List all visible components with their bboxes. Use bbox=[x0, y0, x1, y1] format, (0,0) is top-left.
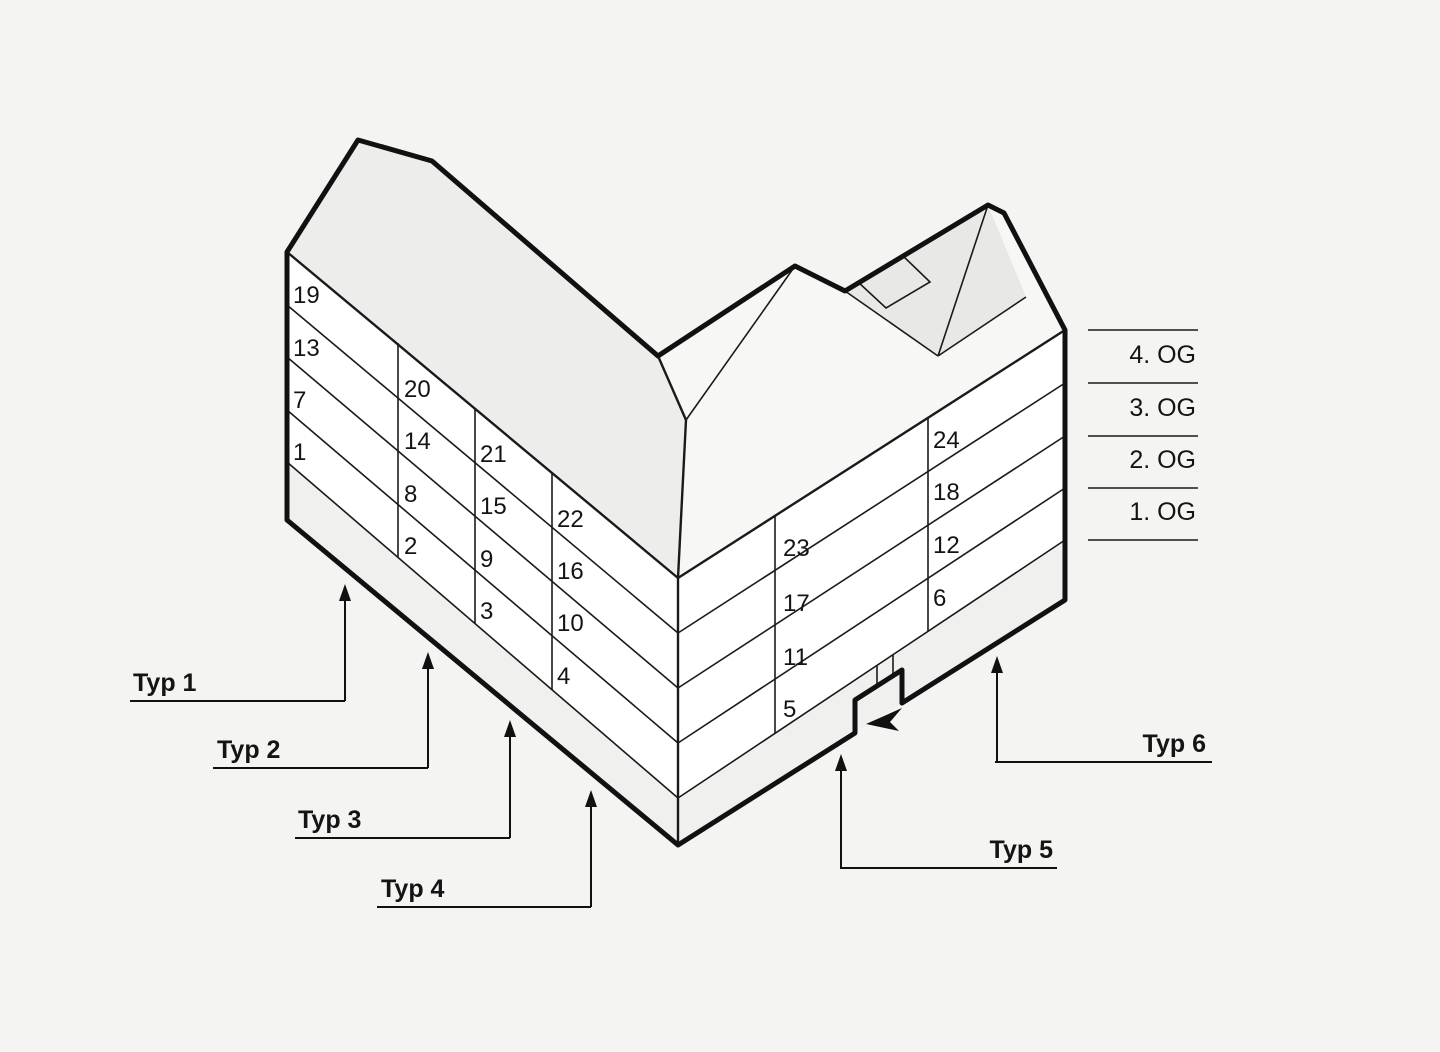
typ-3-callout: Typ 3 bbox=[295, 720, 516, 839]
left-facade bbox=[287, 252, 678, 845]
unit-number-14: 14 bbox=[404, 428, 431, 455]
typ-2-label: Typ 2 bbox=[217, 736, 280, 764]
dormer-ridge bbox=[937, 204, 989, 357]
unit-number-7: 7 bbox=[293, 387, 306, 414]
unit-number-13: 13 bbox=[293, 335, 320, 362]
typ-5-callout: Typ 5 bbox=[835, 754, 1057, 869]
dormer-edge-left bbox=[844, 290, 939, 357]
unit-number-6: 6 bbox=[933, 585, 946, 612]
unit-number-16: 16 bbox=[557, 558, 584, 585]
unit-number-20: 20 bbox=[404, 376, 431, 403]
floor-label-2og: 2. OG bbox=[1129, 446, 1196, 474]
typ-1-callout: Typ 1 bbox=[130, 584, 351, 702]
roof-fold bbox=[685, 265, 796, 421]
floor-lines-left bbox=[286, 304, 679, 799]
dormer-edge-right bbox=[937, 296, 1027, 357]
ground-floor-band-left bbox=[287, 462, 678, 845]
floor-label-3og: 3. OG bbox=[1129, 394, 1196, 422]
typ-6-arrowhead-icon bbox=[991, 656, 1003, 673]
unit-number-22: 22 bbox=[557, 506, 584, 533]
floor-label-4og: 4. OG bbox=[1129, 341, 1196, 369]
typ-1-arrowhead-icon bbox=[339, 584, 351, 601]
unit-number-1: 1 bbox=[293, 439, 306, 466]
floor-line bbox=[286, 304, 679, 634]
entrance-arrow-icon bbox=[866, 708, 902, 731]
floor-line bbox=[677, 435, 1066, 689]
typ-2-arrowhead-icon bbox=[422, 652, 434, 669]
unit-dividers-left bbox=[397, 343, 553, 690]
dormer-roof bbox=[845, 205, 1026, 356]
unit-number-12: 12 bbox=[933, 532, 960, 559]
unit-dividers-right bbox=[774, 418, 929, 733]
unit-number-8: 8 bbox=[404, 481, 417, 508]
unit-number-21: 21 bbox=[480, 441, 507, 468]
typ-5-arrowhead-icon bbox=[835, 754, 847, 771]
building-outline bbox=[284, 137, 1068, 848]
unit-number-4: 4 bbox=[557, 663, 570, 690]
unit-number-5: 5 bbox=[783, 696, 796, 723]
unit-number-11: 11 bbox=[783, 644, 808, 671]
unit-number-24: 24 bbox=[933, 427, 960, 454]
typ-6-label: Typ 6 bbox=[1143, 730, 1206, 758]
typ-4-label: Typ 4 bbox=[381, 875, 445, 903]
roof-left-wing bbox=[287, 140, 686, 578]
unit-numbers-left: 19 13 7 1 20 14 8 2 21 15 9 3 22 16 10 4 bbox=[293, 282, 584, 690]
unit-number-18: 18 bbox=[933, 479, 960, 506]
floor-line bbox=[286, 461, 679, 799]
floor-label-1og: 1. OG bbox=[1129, 498, 1196, 526]
unit-number-10: 10 bbox=[557, 610, 584, 637]
typ-2-callout: Typ 2 bbox=[213, 652, 434, 769]
unit-numbers-right: 23 17 11 5 24 18 12 6 bbox=[783, 427, 960, 723]
typ-3-arrowhead-icon bbox=[504, 720, 516, 737]
unit-number-3: 3 bbox=[480, 598, 493, 625]
floor-line bbox=[677, 539, 1066, 799]
floor-line bbox=[286, 356, 679, 689]
unit-number-23: 23 bbox=[783, 535, 810, 562]
typ-5-label: Typ 5 bbox=[990, 836, 1054, 864]
typ-6-callout: Typ 6 bbox=[991, 656, 1212, 763]
floor-line bbox=[286, 409, 679, 744]
typ-4-callout: Typ 4 bbox=[377, 790, 597, 908]
eave-left bbox=[286, 251, 679, 579]
eave-right bbox=[677, 328, 1066, 580]
unit-number-2: 2 bbox=[404, 533, 417, 560]
floor-legend: 4. OG 3. OG 2. OG 1. OG bbox=[1088, 329, 1198, 541]
typ-4-arrowhead-icon bbox=[585, 790, 597, 807]
floor-line bbox=[677, 487, 1066, 744]
ground-floor-band-right bbox=[678, 540, 1065, 845]
unit-number-15: 15 bbox=[480, 493, 507, 520]
unit-number-19: 19 bbox=[293, 282, 320, 309]
typ-1-label: Typ 1 bbox=[133, 669, 197, 697]
unit-number-17: 17 bbox=[783, 590, 810, 617]
typ-3-label: Typ 3 bbox=[298, 806, 361, 834]
unit-number-9: 9 bbox=[480, 546, 493, 573]
floor-line bbox=[677, 382, 1066, 634]
floor-lines-right bbox=[677, 382, 1066, 799]
